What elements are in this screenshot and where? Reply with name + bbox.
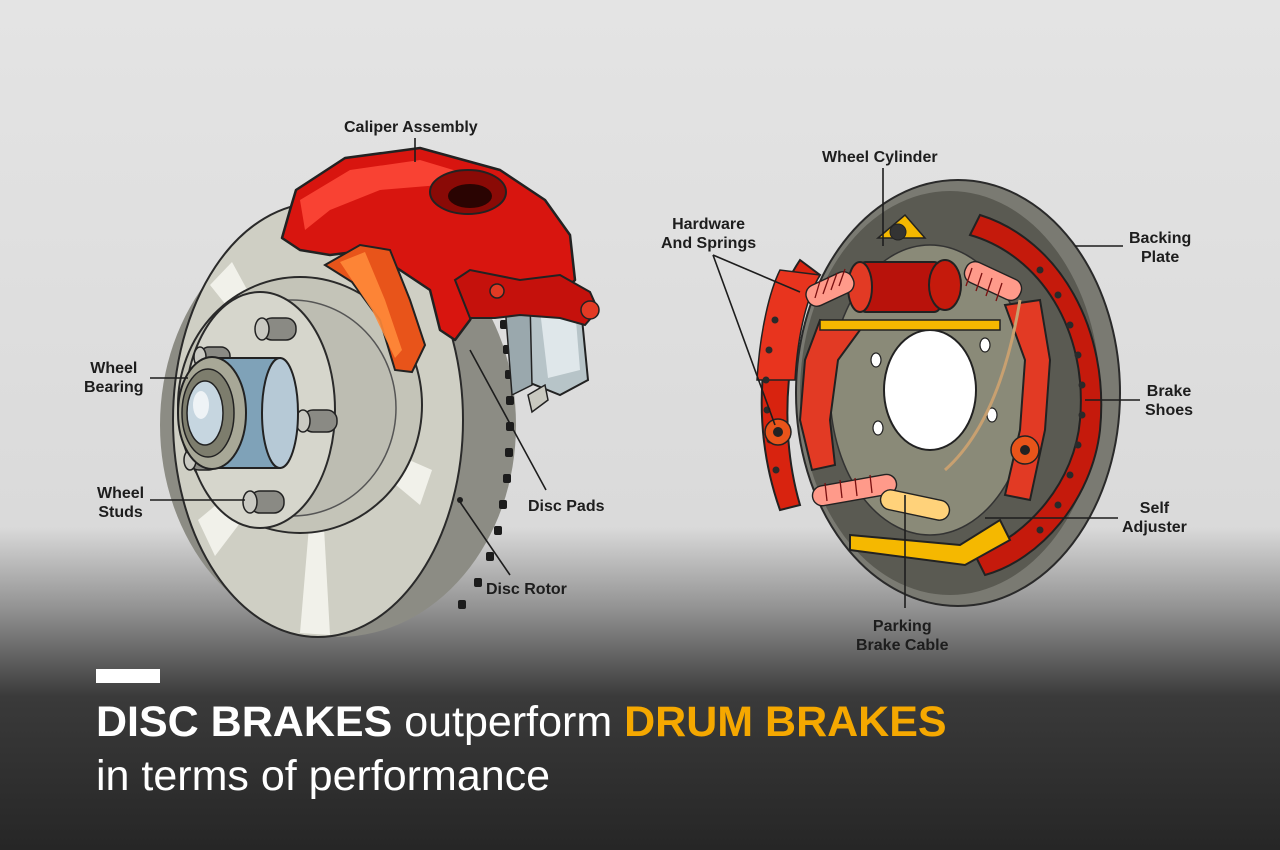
disc-brake-illustration bbox=[150, 138, 600, 638]
label-self-adjuster: Self Adjuster bbox=[1122, 500, 1187, 536]
hardware-and-springs bbox=[805, 260, 1023, 521]
rotor-vent-holes bbox=[458, 320, 514, 609]
label-parking-brake-cable: Parking Brake Cable bbox=[856, 618, 949, 654]
shoe-rivets bbox=[762, 266, 1086, 534]
wheel-bearing bbox=[177, 356, 299, 470]
self-adjuster bbox=[764, 418, 1040, 465]
headline-disc: DISC BRAKES bbox=[96, 698, 393, 746]
drum-brake-illustration bbox=[712, 168, 1140, 608]
label-disc-pads: Disc Pads bbox=[528, 498, 605, 515]
label-hardware-and-springs: Hardware And Springs bbox=[661, 216, 757, 252]
headline-drum: DRUM BRAKES bbox=[624, 698, 947, 746]
label-caliper-assembly: Caliper Assembly bbox=[344, 119, 478, 136]
hub-opening bbox=[883, 329, 977, 451]
caliper-assembly bbox=[280, 146, 600, 374]
label-backing-plate: Backing Plate bbox=[1129, 230, 1192, 266]
disc-leader-lines bbox=[150, 138, 547, 576]
disc-pads bbox=[504, 296, 590, 414]
label-wheel-cylinder: Wheel Cylinder bbox=[822, 149, 938, 166]
drum-leader-lines bbox=[712, 168, 1140, 608]
spring-coils bbox=[814, 267, 1003, 502]
label-disc-rotor: Disc Rotor bbox=[486, 581, 567, 598]
headline-middle: outperform bbox=[392, 698, 625, 746]
accent-bar bbox=[96, 669, 160, 683]
wheel-cylinder bbox=[847, 213, 962, 313]
label-wheel-bearing: Wheel Bearing bbox=[84, 360, 144, 396]
label-wheel-studs: Wheel Studs bbox=[97, 485, 145, 521]
label-brake-shoes: Brake Shoes bbox=[1145, 383, 1194, 419]
headline: DISC BRAKES outperform DRUM BRAKES bbox=[96, 695, 947, 749]
parking-brake-cable bbox=[944, 299, 1022, 472]
headline-line2: in terms of performance bbox=[96, 752, 551, 800]
